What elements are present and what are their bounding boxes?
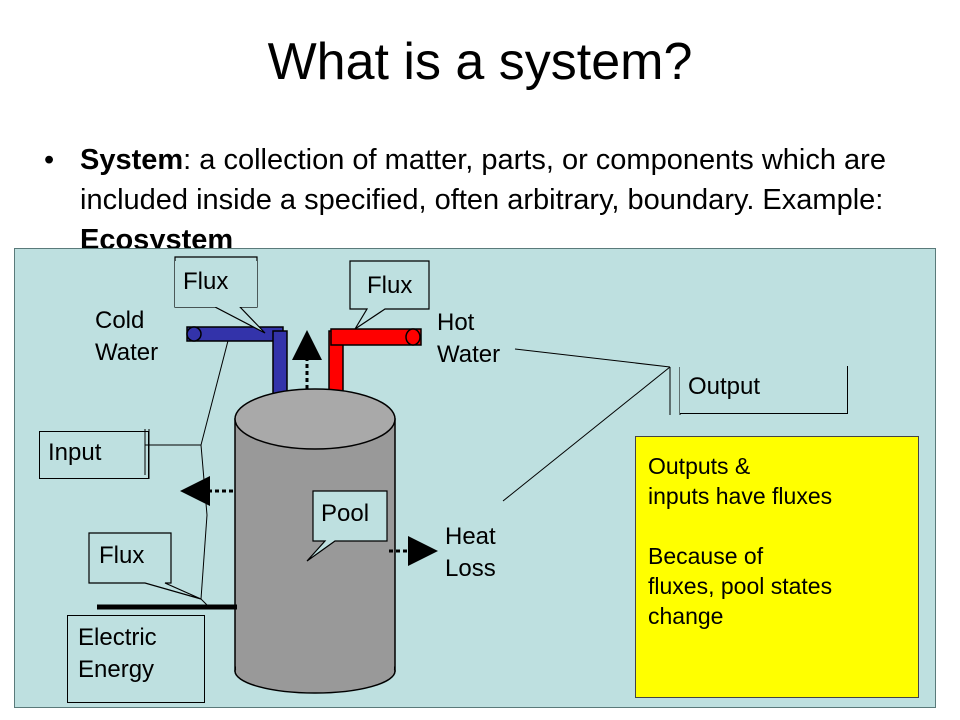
- flow-arrows: [180, 330, 438, 566]
- flux-bottom-label: Flux: [99, 542, 145, 569]
- bullet-marker: •: [44, 144, 55, 176]
- note-line-3: Because of: [648, 543, 764, 569]
- definition-bullet: • System: a collection of matter, parts,…: [44, 140, 924, 260]
- fluxes-note: Outputs & inputs have fluxes Because of …: [635, 436, 919, 698]
- pool-tank: [234, 388, 396, 694]
- hot-water-label: Hot Water: [437, 309, 501, 368]
- flux-top-right-label: Flux: [367, 272, 413, 299]
- cold-water-pipe: [186, 326, 288, 400]
- note-line-1: Outputs &: [648, 453, 751, 479]
- pool-label: Pool: [321, 500, 370, 527]
- hot-water-pipe: [328, 328, 422, 400]
- input-label: Input: [39, 431, 149, 479]
- output-label: Output: [680, 366, 848, 414]
- slide-title: What is a system?: [267, 33, 693, 91]
- electric-energy-label: Electric Energy: [67, 615, 205, 703]
- connector-lines: [144, 332, 671, 606]
- heat-loss-label: Heat Loss: [445, 523, 496, 582]
- cold-water-label: Cold Water: [95, 307, 159, 366]
- note-line-2: inputs have fluxes: [648, 483, 833, 509]
- note-line-5: change: [648, 603, 724, 629]
- term-system: System: [80, 144, 184, 176]
- flux-top-left-label: Flux: [175, 261, 257, 307]
- term-definition: : a collection of matter, parts, or comp…: [80, 144, 886, 216]
- note-line-4: fluxes, pool states: [648, 573, 833, 599]
- bullet-text: System: a collection of matter, parts, o…: [80, 140, 924, 260]
- water-heater-diagram: Flux Flux Cold Water Hot Water Output In…: [14, 248, 936, 708]
